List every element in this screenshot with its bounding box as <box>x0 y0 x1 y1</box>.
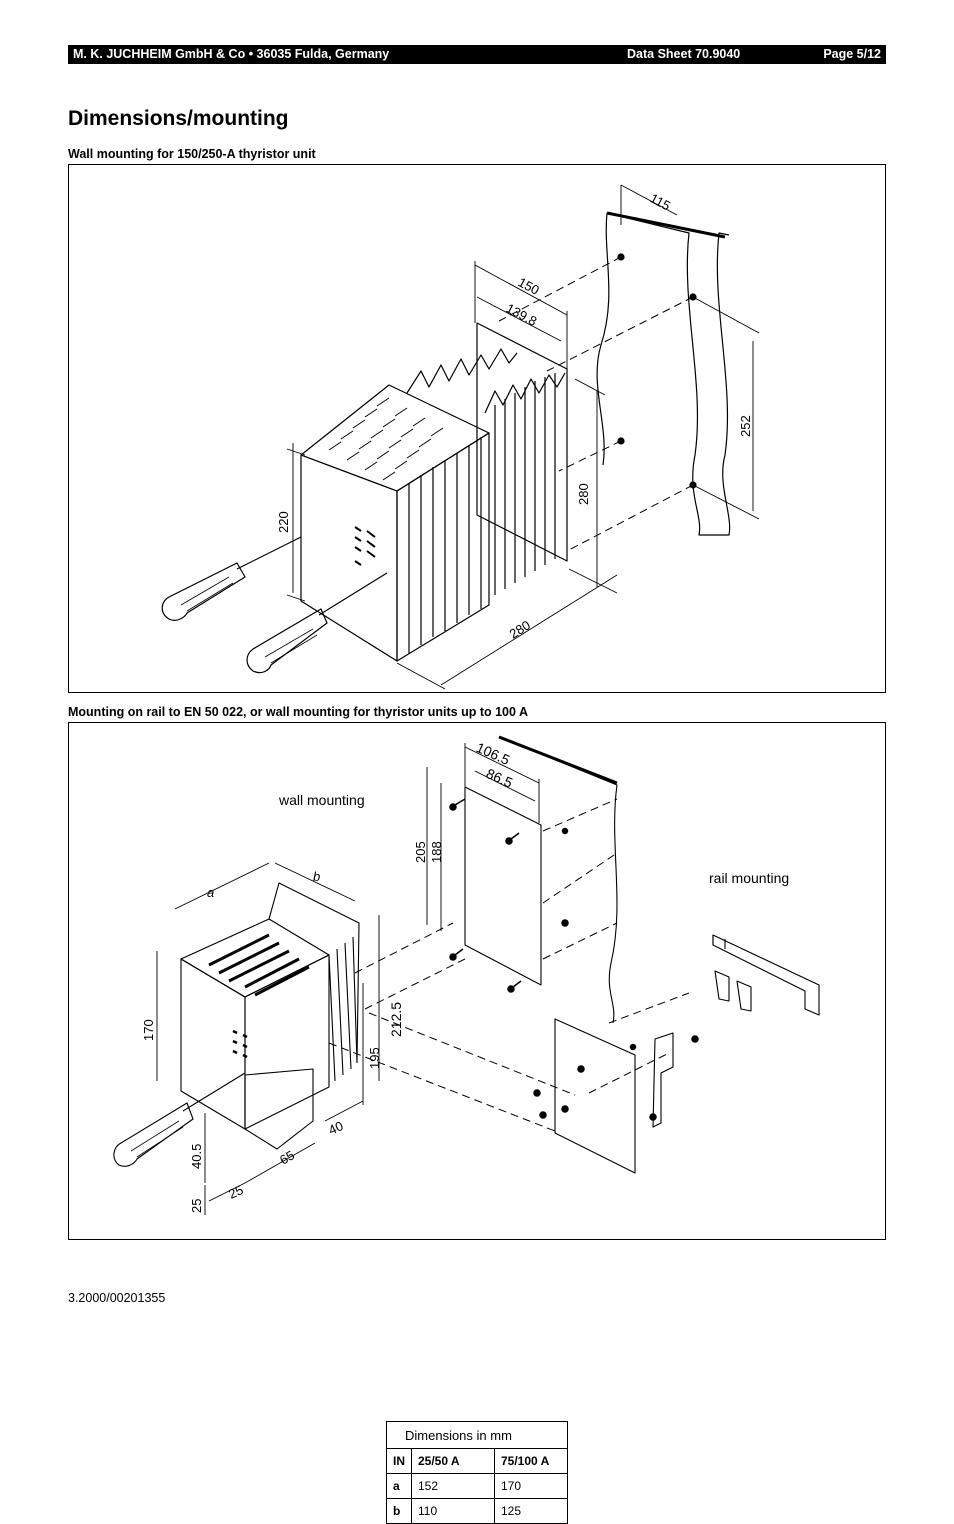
unit2-front-face <box>180 958 246 1130</box>
dim-line-40 <box>324 1100 364 1122</box>
dim-text-65: 65 <box>277 1147 297 1167</box>
dim-line-86 <box>474 770 536 802</box>
dim-text-170: 170 <box>141 1019 156 1041</box>
dim-text-139: 139.8 <box>504 300 540 329</box>
heatsink-fins-right <box>494 373 556 595</box>
table-cell: 110 <box>411 1498 495 1524</box>
heatsink-fins-top <box>406 348 518 394</box>
figure2-caption: Mounting on rail to EN 50 022, or wall m… <box>68 705 528 719</box>
dim-text-280-vertical: 280 <box>576 483 591 505</box>
dim-line-65 <box>244 1142 316 1184</box>
rail-clips <box>714 970 752 1012</box>
screwdriver-2 <box>113 1072 246 1167</box>
dim-line-25b <box>208 1182 246 1202</box>
figure1-caption: Wall mounting for 150/250-A thyristor un… <box>68 147 316 161</box>
dim-text-280-bottom: 280 <box>507 617 533 641</box>
dim-line-b <box>274 862 356 902</box>
unit2-top-slots <box>208 933 310 997</box>
table-caption: Dimensions in mm <box>386 1421 568 1449</box>
figure1-svg: 115 150 139.8 252 280 220 280 <box>161 184 760 690</box>
unit-fin-block <box>396 432 490 662</box>
page-title: Dimensions/mounting <box>68 107 289 130</box>
dimensions-table: Dimensions in mm IN 25/50 A 75/100 A a 1… <box>386 1421 568 1524</box>
wall2-outline <box>498 736 618 1024</box>
figure2-rail-mounting-drawing: wall mounting rail mounting 106.5 86.5 2… <box>68 722 886 1524</box>
rail-bracket <box>652 1032 674 1128</box>
dim-line-115 <box>620 184 678 216</box>
unit-top-face <box>300 384 490 492</box>
header-datasheet: Data Sheet 70.9040 <box>627 47 741 61</box>
wall-break-line <box>596 212 610 466</box>
table-cell: b <box>386 1498 412 1524</box>
dim-line-a <box>174 862 270 910</box>
rail-plate <box>554 1018 636 1174</box>
dim-text-212: 212.5 <box>388 1002 404 1037</box>
table-cell: 125 <box>494 1498 568 1524</box>
dim-text-205: 205 <box>413 841 428 863</box>
din-rail <box>712 934 820 1016</box>
label-wall-mounting: wall mounting <box>278 792 365 808</box>
table-cell: 170 <box>494 1473 568 1499</box>
dim-line-150 <box>474 264 568 316</box>
screwdriver-right <box>246 572 388 674</box>
header-page-number: Page 5/12 <box>823 47 881 61</box>
table-header-cell: 75/100 A <box>494 1448 568 1474</box>
table-header-row: IN 25/50 A 75/100 A <box>386 1448 568 1474</box>
dim-text-25b: 25 <box>226 1182 245 1202</box>
table-row: b 110 125 <box>386 1498 568 1524</box>
table-row: a 152 170 <box>386 1473 568 1499</box>
projection-line <box>498 256 622 322</box>
unit2-fins <box>268 882 360 1082</box>
dim-text-25a: 25 <box>189 1199 204 1213</box>
dim-text-40-5: 40.5 <box>189 1144 204 1169</box>
front-fins <box>408 437 482 653</box>
table-cell: a <box>386 1473 412 1499</box>
dim-line-139 <box>476 296 562 342</box>
screwdriver-left <box>161 536 302 621</box>
dim-text-115: 115 <box>648 190 673 213</box>
dim-line-106 <box>464 746 540 784</box>
dim-text-a: a <box>207 885 214 900</box>
plate-screws <box>449 798 569 993</box>
table-cell: 152 <box>411 1473 495 1499</box>
unit2-bottom-cutout <box>244 1068 314 1150</box>
table-header-cell: IN <box>386 1448 412 1474</box>
wall-top-hatch <box>606 211 726 239</box>
dim-text-b: b <box>313 869 320 884</box>
status-leds <box>354 526 376 566</box>
dim-text-150: 150 <box>516 274 542 297</box>
label-rail-mounting: rail mounting <box>709 870 789 886</box>
table-caption-row: Dimensions in mm <box>386 1421 568 1449</box>
header-company: M. K. JUCHHEIM GmbH & Co • 36035 Fulda, … <box>73 47 390 61</box>
back-plate <box>476 322 568 562</box>
dim-text-188: 188 <box>429 841 444 863</box>
wall-hole <box>617 253 625 261</box>
wall2-top-hatch <box>498 735 618 785</box>
figure2-svg: wall mounting rail mounting 106.5 86.5 2… <box>113 735 820 1215</box>
dim-text-195: 195 <box>367 1047 382 1069</box>
projection-line <box>566 484 694 552</box>
dim-text-220: 220 <box>276 511 291 533</box>
wall-hole <box>617 437 625 445</box>
table-header-cell: 25/50 A <box>411 1448 495 1474</box>
footer-document-code: 3.2000/00201355 <box>68 1291 166 1305</box>
figure1-wall-mounting-drawing: 115 150 139.8 252 280 220 280 <box>68 164 886 693</box>
dim-text-252: 252 <box>738 415 753 437</box>
ventilation-slots <box>328 397 444 481</box>
wall-outline <box>606 212 731 536</box>
mounting-plate <box>464 786 542 986</box>
unit2-top-face <box>180 918 330 998</box>
dim-line-280-bottom <box>440 574 618 686</box>
dim-text-106: 106.5 <box>474 739 513 768</box>
heatsink-fins-side-top <box>484 372 566 414</box>
page-header-bar: M. K. JUCHHEIM GmbH & Co • 36035 Fulda, … <box>68 45 886 64</box>
projection-line <box>546 296 694 372</box>
projection-line <box>558 440 622 472</box>
dim-text-40: 40 <box>326 1118 345 1138</box>
unit2-leds <box>232 1029 248 1059</box>
